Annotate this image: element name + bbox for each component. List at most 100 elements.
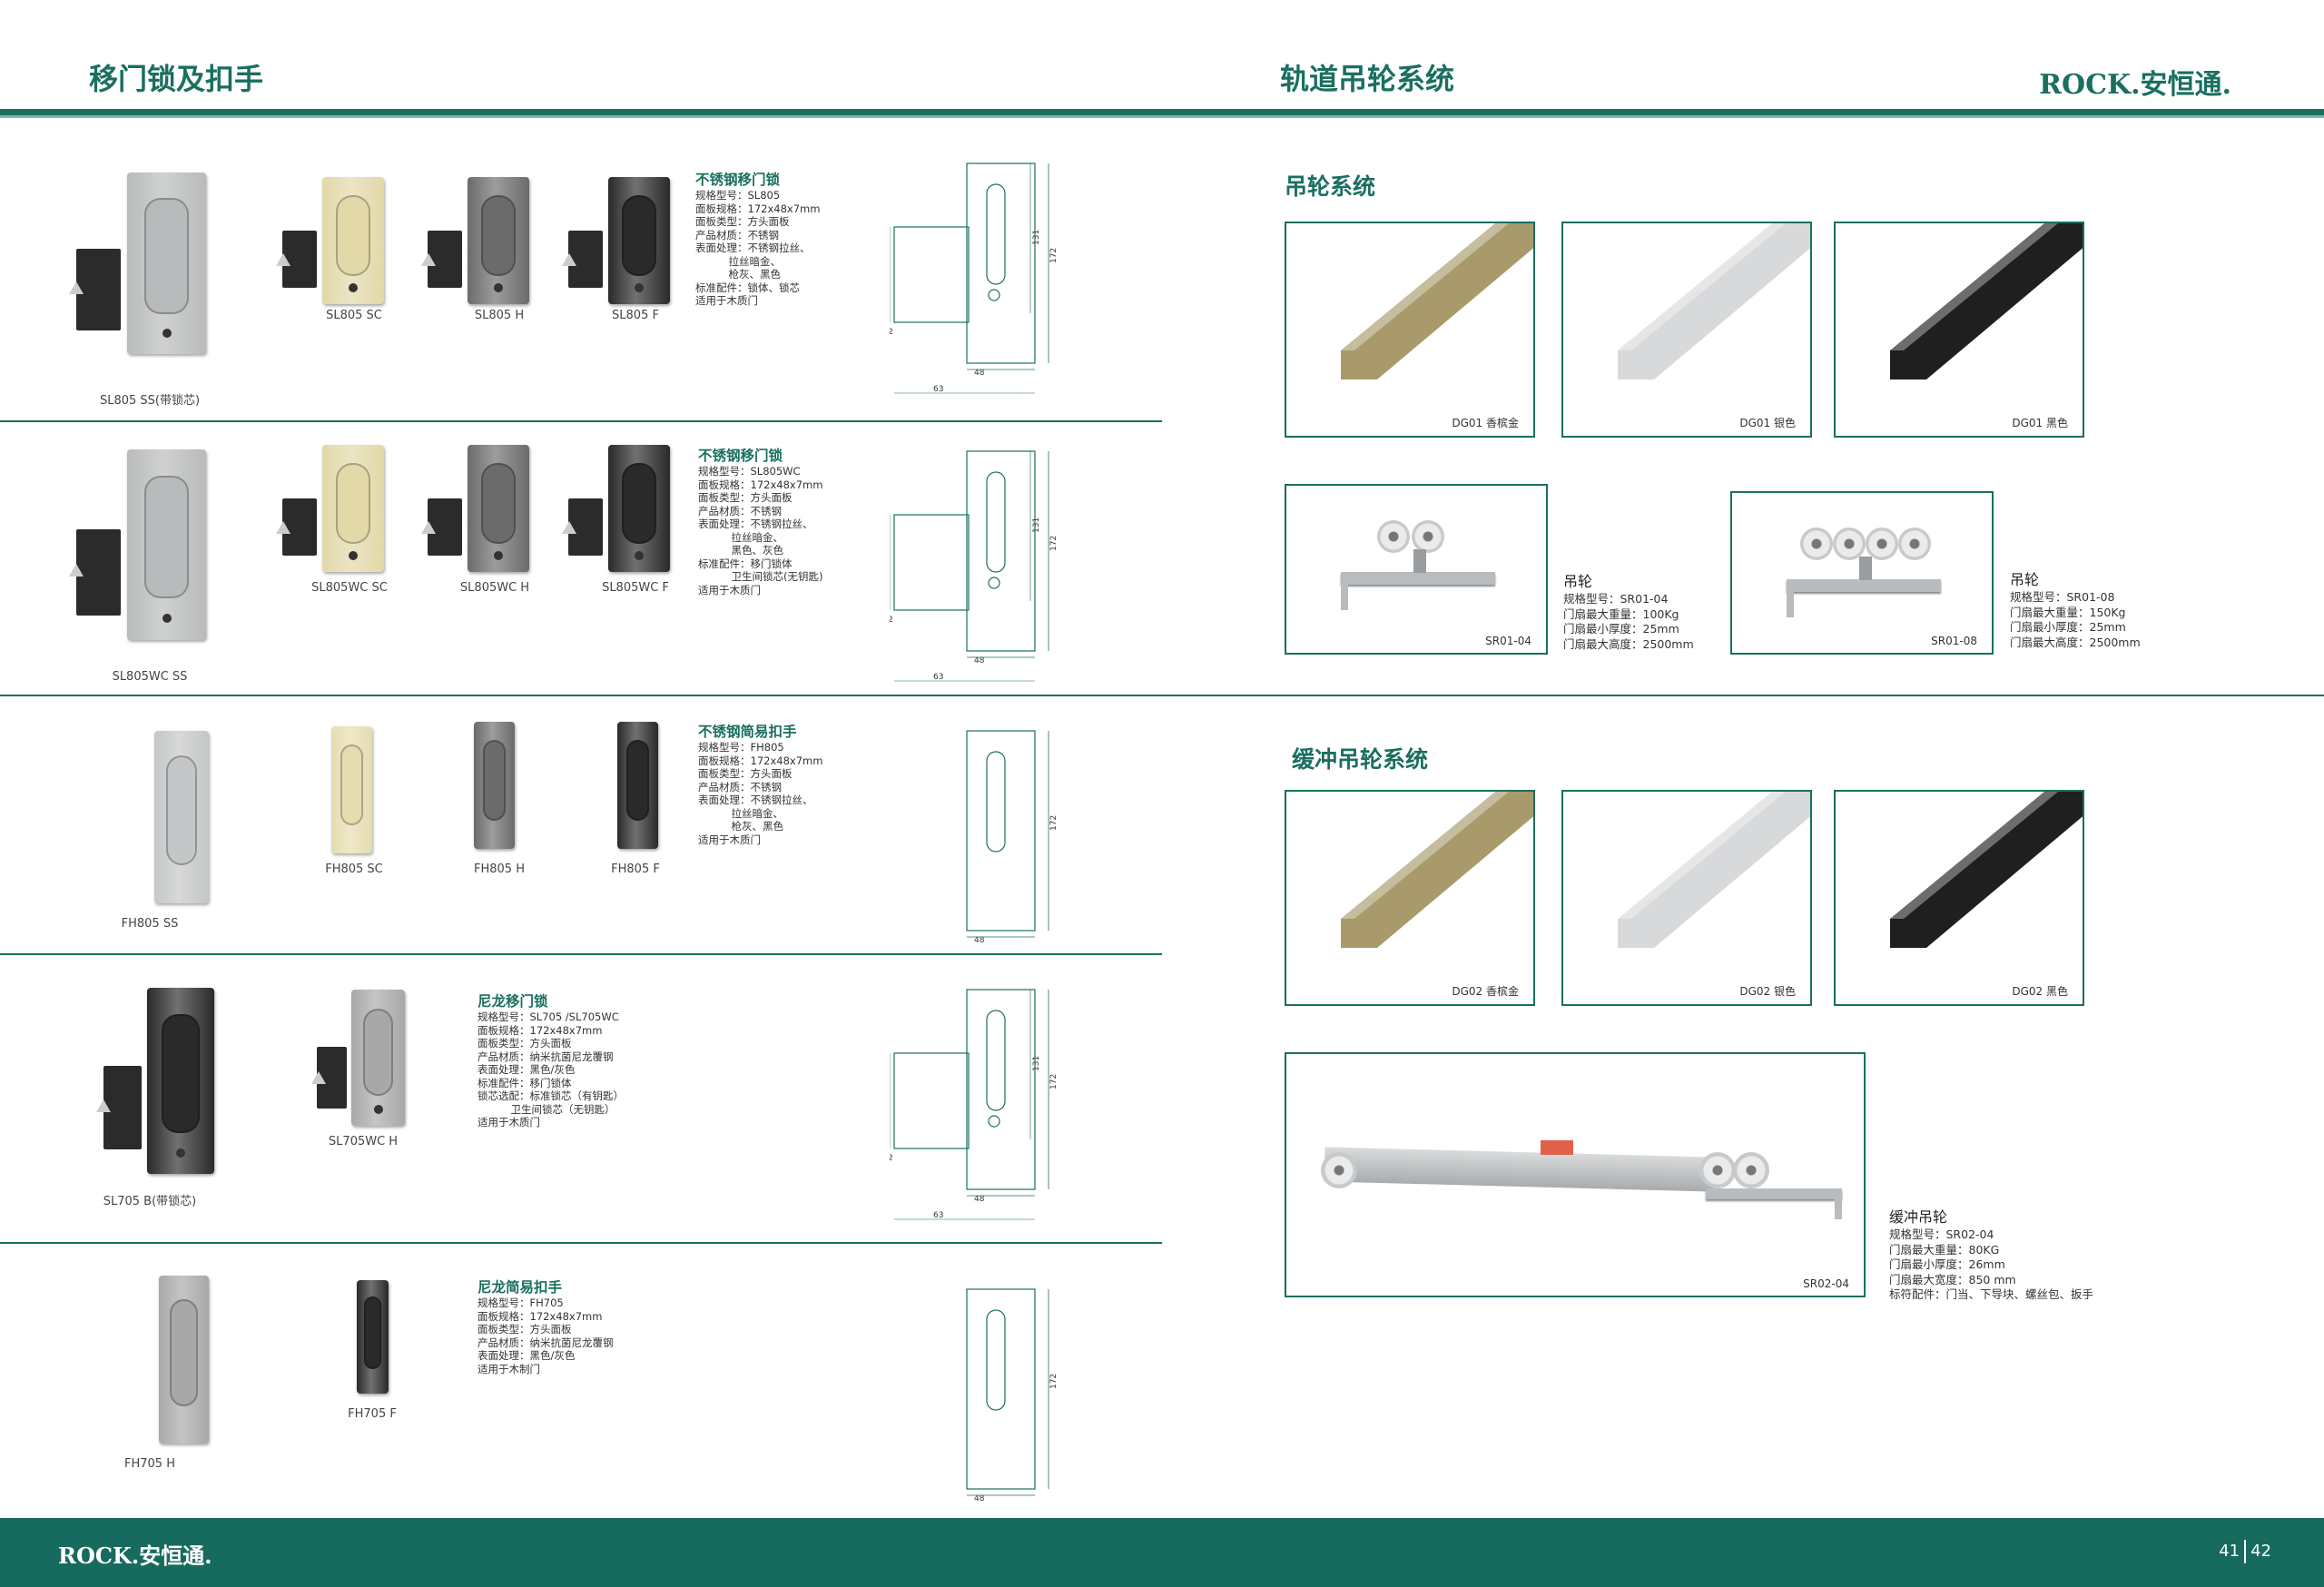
latch-bolt	[311, 1071, 327, 1084]
spec-line: 规格型号：SL705 /SL705WC	[478, 1010, 619, 1023]
spec-line: 门扇最大重量：80KG	[1889, 1242, 2000, 1257]
keyhole-icon	[634, 551, 644, 561]
spec-line: 门扇最小厚度：26mm	[1889, 1257, 2005, 1271]
keyhole-icon	[634, 283, 644, 293]
pull-recess	[363, 1009, 394, 1096]
product-label: SL805WC SS	[112, 670, 188, 684]
spec-line: 面板规格：172x48x7mm	[478, 1309, 603, 1323]
roller-stem	[1413, 549, 1426, 573]
keyhole-icon	[162, 329, 172, 338]
brand-logo: ROCK.安恒通.	[2039, 69, 2231, 101]
section-divider	[0, 420, 1162, 422]
track-image-frame: DG02 香槟金	[1285, 790, 1535, 1006]
product-label: SL705WC H	[328, 1135, 399, 1148]
drawing-lock-body-outline	[893, 1052, 970, 1149]
product-plate-image	[607, 445, 670, 572]
pull-recess	[621, 194, 656, 277]
spec-line: 规格型号：SL805	[695, 189, 781, 202]
image-caption: DG02 香槟金	[1452, 985, 1519, 998]
spec-line: 面板规格：172x48x7mm	[478, 1023, 603, 1037]
dimension-label: 48	[974, 936, 985, 945]
pull-recess	[144, 476, 189, 598]
dimension-label: 172	[1049, 815, 1059, 831]
dimension-label: 63	[933, 673, 943, 682]
technical-drawing: 17248131105632	[890, 163, 1059, 394]
latch-bolt	[96, 1099, 112, 1112]
product-plate-image	[154, 731, 209, 903]
product-plate-image	[127, 449, 206, 640]
roller-bracket	[1341, 572, 1495, 585]
spec-line: 产品材质：不锈钢	[695, 228, 779, 242]
spec-title: 尼龙简易扣手	[478, 1279, 563, 1296]
product-plate-image	[127, 172, 206, 354]
pull-recess	[161, 1013, 200, 1133]
track-highlight	[1341, 792, 1509, 919]
product-label: FH805 H	[474, 862, 525, 876]
pull-recess	[340, 744, 364, 826]
product-plate-image	[351, 990, 405, 1126]
image-caption: DG02 银色	[1739, 985, 1796, 998]
pull-recess	[621, 462, 656, 545]
spec-line: 规格型号：SL805WC	[698, 465, 801, 478]
roller-wheel	[1733, 1152, 1769, 1188]
drawing-lock-body-outline	[893, 226, 970, 323]
drawing-plate-outline	[966, 450, 1036, 652]
pull-recess	[335, 194, 370, 277]
lock-body	[76, 529, 122, 616]
dimension-label: 63	[933, 1211, 943, 1220]
spec-line: 拉丝暗金、	[698, 530, 784, 544]
spec-line: 门扇最大重量：100Kg	[1563, 606, 1679, 621]
roller-wheel	[1833, 527, 1866, 560]
product-plate-image	[617, 722, 658, 849]
product-plate-image	[357, 1280, 389, 1394]
keyhole-icon	[493, 283, 503, 293]
drawing-recess-outline	[986, 1010, 1006, 1111]
spec-line: 规格型号：SR01-08	[2010, 590, 2115, 604]
product-label: SL805 F	[612, 309, 659, 322]
roller-wheel	[1699, 1152, 1736, 1188]
pull-recess	[335, 462, 370, 545]
latch-bolt	[276, 521, 291, 534]
spec-line: 产品材质：不锈钢	[698, 504, 782, 518]
image-caption: SR01-04	[1485, 635, 1531, 647]
technical-drawing: 17248131105632	[890, 450, 1059, 682]
drawing-keyhole	[988, 289, 1000, 301]
roller-wheel	[1898, 527, 1931, 560]
track-image-frame: DG01 银色	[1561, 222, 1812, 438]
technical-drawing: 17248131105632	[890, 989, 1059, 1220]
product-plate-image	[321, 445, 384, 572]
spec-line: 枪灰、黑色	[698, 820, 784, 833]
roller-stem	[1859, 557, 1872, 580]
product-plate-image	[321, 177, 384, 304]
keyhole-icon	[175, 1148, 185, 1158]
latch-bolt	[68, 564, 84, 577]
footer-brand-logo: ROCK.安恒通.	[58, 1543, 212, 1569]
track-profile-image	[1341, 223, 1533, 380]
technical-drawing: 172 48	[966, 730, 1059, 945]
spec-title: 不锈钢简易扣手	[698, 724, 797, 740]
latch-bolt	[562, 253, 577, 266]
spec-line: 门扇最大高度：2500mm	[1563, 636, 1694, 651]
track-highlight	[1341, 223, 1509, 350]
dimension-label: 131	[1032, 230, 1041, 245]
image-caption: DG01 香槟金	[1452, 417, 1519, 429]
product-plate-image	[146, 988, 214, 1174]
product-label: SL805WC H	[459, 581, 530, 595]
dimension-label: 172	[1049, 1074, 1059, 1089]
roller-bracket	[1787, 579, 1941, 592]
product-label: FH805 SS	[121, 917, 179, 931]
spec-line: 规格型号：SR01-04	[1563, 592, 1669, 606]
roller-wheel	[1377, 520, 1410, 553]
spec-line: 面板规格：172x48x7mm	[698, 478, 823, 491]
track-highlight	[1890, 223, 2058, 350]
track-highlight	[1890, 792, 2058, 919]
spec-line: 产品材质：纳米抗菌尼龙覆钢	[478, 1336, 614, 1349]
pull-recess	[482, 739, 507, 822]
buffer-spec-title: 缓冲吊轮	[1889, 1208, 1948, 1226]
spec-line: 门扇最小厚度：25mm	[2010, 620, 2126, 634]
product-label: FH805 SC	[325, 862, 383, 876]
